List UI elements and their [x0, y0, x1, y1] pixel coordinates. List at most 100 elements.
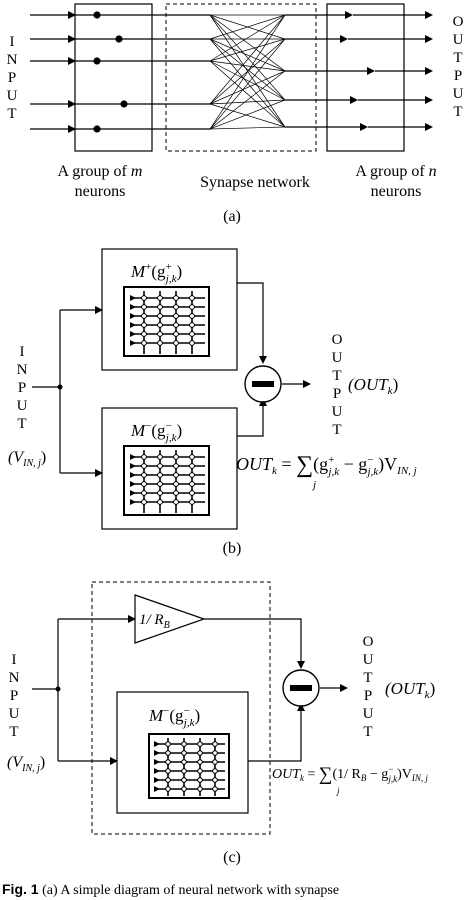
subtractor-icon — [244, 365, 282, 403]
left-group-label-line2: neurons — [75, 183, 126, 200]
panel-c-input-variable: (VIN, j) — [7, 754, 45, 774]
input-arrowheads — [68, 11, 76, 133]
output-lines — [348, 14, 427, 128]
panel-b-input-label: I N P U T — [17, 344, 28, 432]
output-neuron-triangles — [340, 11, 375, 131]
panel-c-output-label: O U T P U T — [363, 634, 374, 740]
output-letter: U — [453, 86, 464, 102]
input-letter: I — [12, 652, 17, 668]
input-letter: N — [9, 670, 20, 686]
figure-caption-number: Fig. 1 — [2, 881, 39, 897]
input-letter: P — [10, 688, 18, 704]
input-letter: T — [17, 416, 26, 432]
panel-b-caption-label: (b) — [223, 540, 242, 557]
output-letter: T — [363, 724, 372, 740]
neuron-dots — [93, 11, 128, 133]
output-letter: T — [363, 670, 372, 686]
output-letter: U — [453, 32, 464, 48]
arrow-into-amplifier — [128, 615, 136, 623]
input-letter: T — [7, 106, 16, 122]
panel-a-output-label: O U T P U T — [453, 14, 464, 120]
panel-c: 1/ RB M−(g−j,k) — [7, 581, 435, 866]
output-letter: U — [332, 404, 343, 420]
panel-b-sigma-index: j — [311, 479, 316, 491]
output-letter: P — [364, 688, 372, 704]
panel-b-output-wiring — [237, 282, 305, 437]
panel-c-junction-dot — [55, 686, 61, 692]
panel-b-input-wiring — [32, 309, 97, 474]
panel-b: M+(g+j,k) — [8, 248, 417, 557]
figure-caption-text: (a) A simple diagram of neural network w… — [38, 883, 340, 898]
output-letter: U — [363, 706, 374, 722]
output-letter: O — [453, 14, 464, 30]
right-group-label-line2: neurons — [371, 183, 422, 200]
crossbar-array-bottom — [123, 445, 210, 516]
input-letter: P — [18, 380, 26, 396]
panel-a-input-label: I N P U T — [7, 34, 18, 122]
m-minus-label: M−(g−j,k) — [130, 420, 182, 444]
input-letter: I — [20, 344, 25, 360]
output-letter: P — [333, 386, 341, 402]
panel-c-subtractor-icon — [282, 669, 320, 707]
input-lines — [30, 14, 125, 130]
arrow-into-c-subtractor-top — [297, 661, 305, 669]
input-letter: U — [17, 398, 28, 414]
panel-b-output-label: O U T P U T — [332, 332, 343, 438]
input-letter: T — [9, 724, 18, 740]
panel-c-output-wiring — [204, 618, 342, 762]
right-group-label-line1: A group of n — [355, 163, 436, 180]
arrow-into-m-plus — [95, 306, 103, 314]
panel-b-junction-dot — [57, 384, 63, 390]
input-letter: U — [9, 706, 20, 722]
input-letter: U — [7, 88, 18, 104]
panel-c-input-wiring — [32, 618, 130, 762]
arrow-into-c-m-minus — [110, 757, 118, 765]
panel-b-input-variable: (VIN, j) — [8, 449, 46, 469]
panel-c-m-minus-box — [116, 691, 249, 814]
neuron-output-lines — [100, 14, 210, 130]
output-letter: O — [363, 634, 374, 650]
output-letter: T — [453, 104, 462, 120]
crossbar-array-top — [123, 286, 210, 357]
output-letter: O — [332, 332, 343, 348]
panel-b-equation: OUTk = ∑(g+j,k − g−j,k)VIN, j — [236, 452, 417, 478]
output-letter: U — [363, 652, 374, 668]
output-letter: P — [454, 68, 462, 84]
panel-c-sigma-index: j — [336, 786, 340, 796]
arrow-into-c-subtractor-bottom — [297, 703, 305, 711]
panel-c-output-variable: (OUTk) — [385, 679, 435, 701]
synapse-connections — [209, 14, 286, 130]
panel-a: I N P U T — [7, 3, 464, 225]
panel-c-dashed-box — [91, 581, 271, 835]
output-arrowheads — [425, 11, 433, 131]
input-letter: I — [10, 34, 15, 50]
synapse-output-lines — [285, 14, 372, 128]
synapse-network-label: Synapse network — [200, 174, 310, 191]
figure-caption: Fig. 1 (a) A simple diagram of neural ne… — [2, 880, 472, 900]
arrow-into-m-minus — [95, 469, 103, 477]
input-letter: N — [17, 362, 28, 378]
output-letter: T — [453, 50, 462, 66]
m-plus-label: M+(g+j,k) — [130, 261, 182, 285]
crossbar-array-c — [148, 733, 230, 799]
panel-c-m-minus-label: M−(g−j,k) — [148, 705, 200, 729]
right-neuron-group-box — [326, 3, 405, 152]
input-letter: P — [8, 70, 16, 86]
panel-c-caption-label: (c) — [223, 849, 241, 866]
m-minus-box — [101, 407, 238, 530]
output-letter: T — [332, 422, 341, 438]
amplifier-label: 1/ RB — [139, 612, 170, 631]
synapse-network-box — [165, 3, 317, 152]
arrow-into-subtractor-top — [259, 356, 267, 364]
left-neuron-group-box — [74, 3, 153, 152]
output-letter: U — [332, 350, 343, 366]
panel-b-output-variable: (OUTk) — [348, 375, 398, 397]
arrow-to-output — [303, 380, 311, 388]
arrow-to-c-output — [340, 684, 348, 692]
output-letter: T — [332, 368, 341, 384]
panel-c-input-label: I N P U T — [9, 652, 20, 740]
panel-a-caption-label: (a) — [223, 208, 241, 225]
panel-c-equation: OUTk = ∑(1/ RB − g−j,k)VIN, j — [272, 764, 428, 785]
input-letter: N — [7, 52, 18, 68]
